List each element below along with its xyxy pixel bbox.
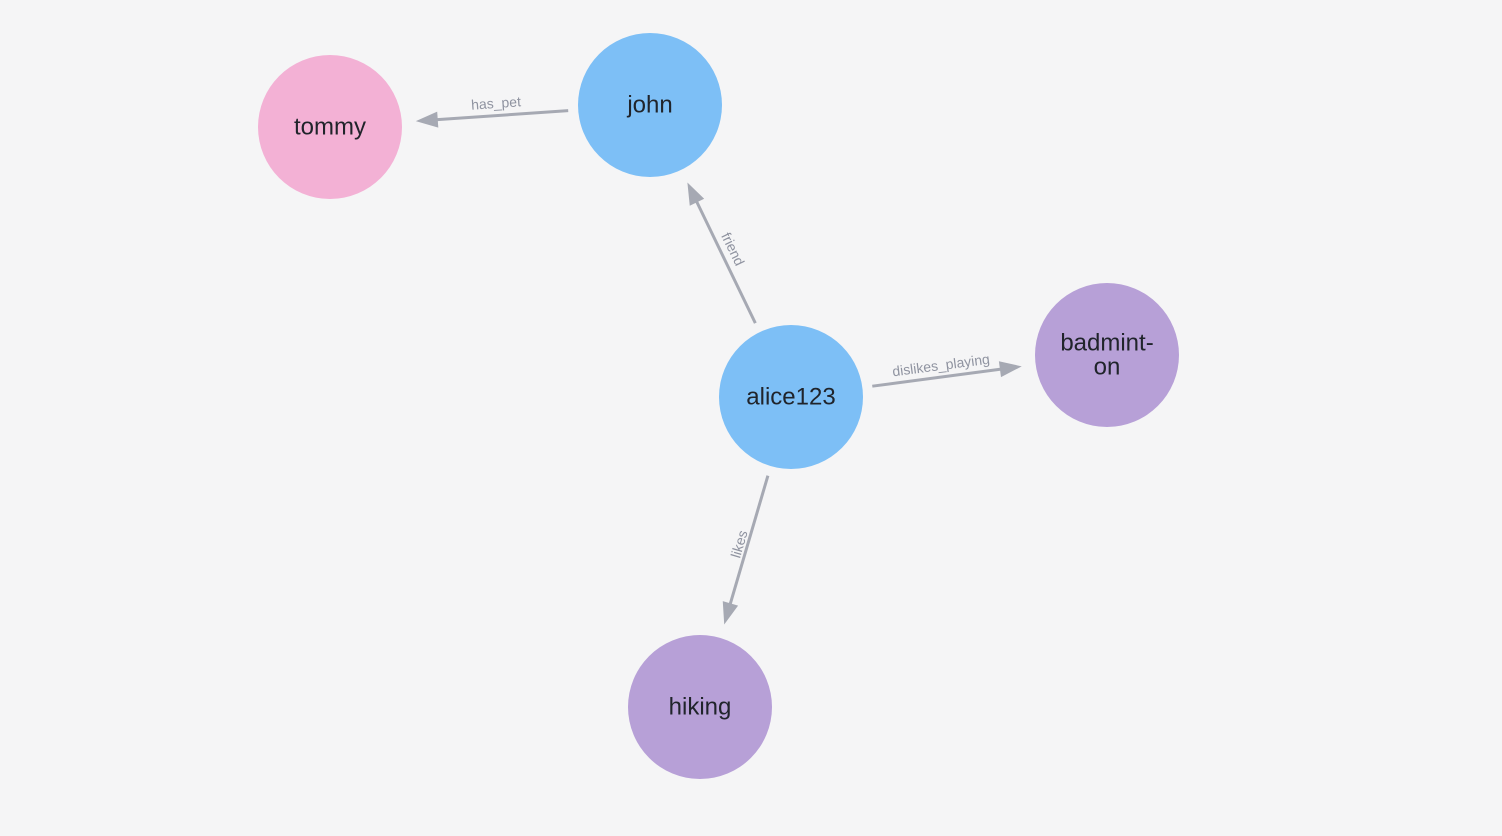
edge-label: friend [718,230,748,268]
arrowhead-icon [687,182,705,206]
edge-label: dislikes_playing [891,351,990,380]
node-circle [578,33,722,177]
edge-line [872,367,1005,388]
edge-has_pet[interactable]: has_pet [415,93,569,128]
edge-label: has_pet [471,93,522,112]
node-tommy[interactable]: tommy [258,55,402,199]
node-circle [719,325,863,469]
node-badminton[interactable]: badmint-on [1035,283,1179,427]
node-circle [1035,283,1179,427]
node-circle [628,635,772,779]
edge-line [693,198,757,324]
edge-dislikes_playing[interactable]: dislikes_playing [872,351,1022,388]
edge-likes[interactable]: likes [722,475,770,625]
edge-friend[interactable]: friend [687,182,757,324]
arrowhead-icon [415,111,439,128]
edge-line [727,475,770,608]
arrowhead-icon [722,601,739,625]
node-circle [258,55,402,199]
arrowhead-icon [998,361,1022,378]
edge-line [433,109,569,122]
node-alice123[interactable]: alice123 [719,325,863,469]
node-john[interactable]: john [578,33,722,177]
node-hiking[interactable]: hiking [628,635,772,779]
edge-label: likes [727,528,750,559]
